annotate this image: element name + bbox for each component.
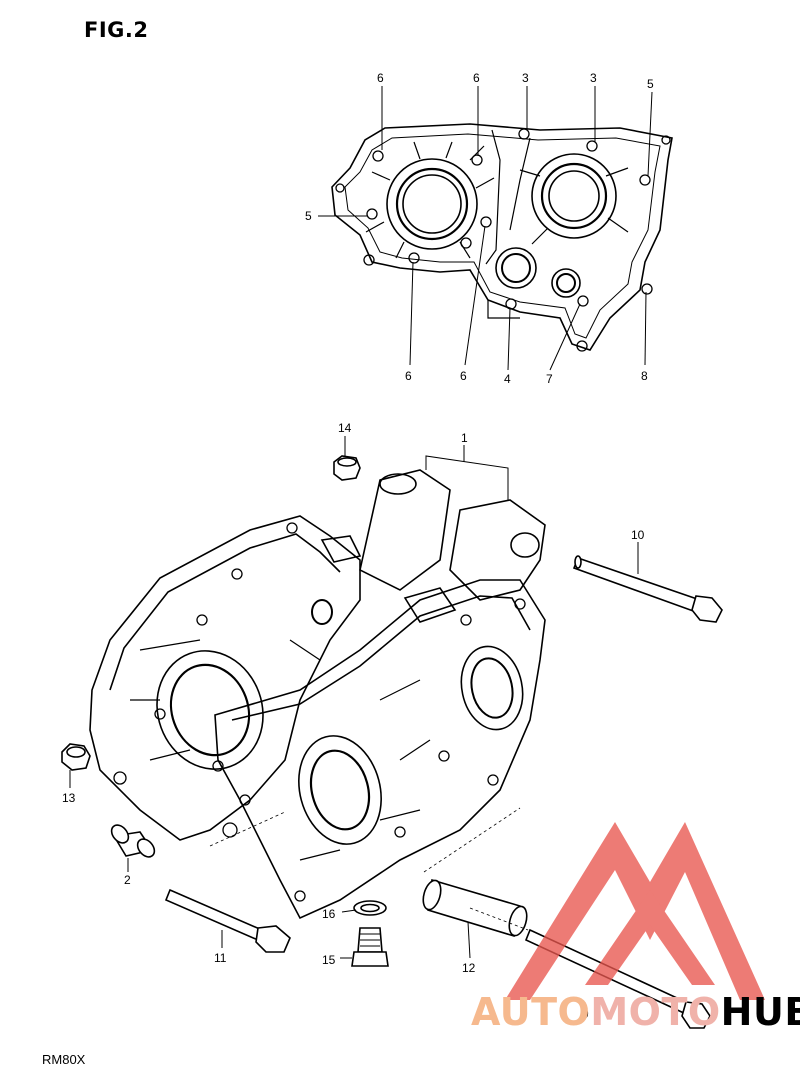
assembly-leader-1 bbox=[425, 445, 509, 500]
top-leader-lines bbox=[318, 86, 653, 371]
callout-16: 16 bbox=[322, 907, 336, 921]
callout-15: 15 bbox=[322, 953, 336, 967]
crankcase-assembly bbox=[89, 469, 546, 920]
callout-12: 12 bbox=[462, 961, 476, 975]
assembly-guides bbox=[209, 807, 529, 931]
callout-top-6b: 6 bbox=[473, 71, 480, 85]
callout-top-5a: 5 bbox=[647, 77, 654, 91]
watermark-part-hub: HUB bbox=[720, 990, 800, 1034]
bottom-callouts: 1 14 10 13 2 11 16 15 12 9 bbox=[62, 421, 645, 1021]
callout-10: 10 bbox=[631, 528, 645, 542]
leader-16 bbox=[341, 909, 357, 913]
callout-14: 14 bbox=[338, 421, 352, 435]
model-code: RM80X bbox=[42, 1052, 86, 1067]
callout-top-8: 8 bbox=[641, 369, 648, 383]
leader-12 bbox=[467, 921, 471, 959]
watermark-logo bbox=[505, 822, 765, 1000]
bolt-10 bbox=[572, 555, 723, 623]
sleeve-12 bbox=[422, 878, 528, 938]
bolt-11 bbox=[164, 888, 291, 953]
nut-13 bbox=[61, 743, 91, 771]
callout-13: 13 bbox=[62, 791, 76, 805]
figure-title: FIG.2 bbox=[84, 18, 149, 42]
callout-11: 11 bbox=[214, 951, 227, 965]
watermark-part-moto: MOTO bbox=[590, 990, 721, 1034]
callout-top-4: 4 bbox=[504, 372, 511, 386]
callout-2: 2 bbox=[124, 873, 131, 887]
callout-top-6d: 6 bbox=[460, 369, 467, 383]
logo-inner-triangle bbox=[585, 890, 715, 985]
logo-outer-triangle bbox=[505, 822, 765, 1000]
callout-top-5b: 5 bbox=[305, 209, 312, 223]
callout-top-6a: 6 bbox=[377, 71, 384, 85]
watermark-wordmark: AUTOMOTOHUB bbox=[471, 990, 800, 1034]
callout-top-3b: 3 bbox=[590, 71, 597, 85]
callout-9: 9 bbox=[582, 1007, 589, 1021]
callout-top-7: 7 bbox=[546, 372, 553, 386]
watermark-part-auto: AUTO bbox=[471, 990, 591, 1034]
plug-15 bbox=[351, 927, 389, 967]
callout-1: 1 bbox=[461, 431, 468, 445]
crankcase-inner-view bbox=[331, 123, 673, 352]
nut-14 bbox=[333, 455, 361, 481]
callout-top-3a: 3 bbox=[522, 71, 529, 85]
callout-top-6c: 6 bbox=[405, 369, 412, 383]
top-callouts: 6 6 3 3 5 5 6 6 4 7 8 bbox=[305, 71, 654, 386]
dowel-2 bbox=[110, 824, 156, 858]
washer-16 bbox=[353, 900, 387, 916]
